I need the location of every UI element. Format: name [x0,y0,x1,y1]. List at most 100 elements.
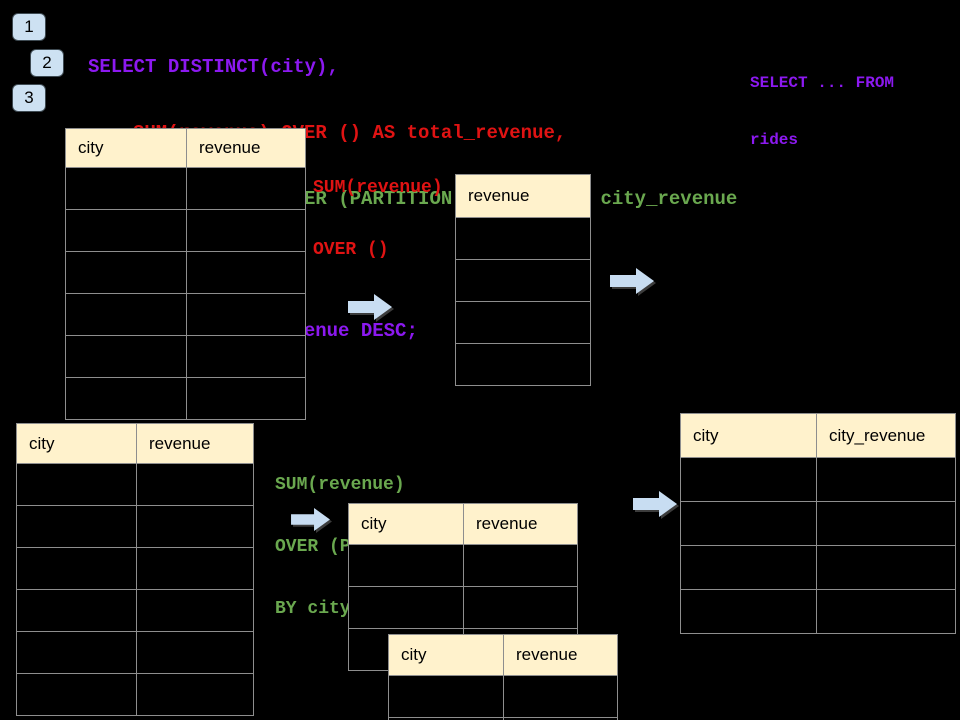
table-cell-empty [136,547,254,590]
table-cell-empty [65,293,187,336]
table-row [65,251,306,294]
table-cell-empty [503,675,618,718]
column-header-revenue: revenue [455,174,591,218]
table-cell-empty [680,457,817,502]
table-cell-empty [816,589,956,634]
column-header-revenue: revenue [463,503,578,545]
table-cell-empty [16,505,137,548]
step-badge-1: 1 [12,13,46,41]
table-cell-empty [16,547,137,590]
table-row [16,673,254,716]
table-cell-empty [348,544,464,587]
column-header-revenue: revenue [503,634,618,676]
table-cell-empty [186,209,306,252]
column-header-city: city [16,423,137,464]
table-rides-top: city revenue [65,128,306,420]
table-cell-empty [455,217,591,260]
table-row [680,457,956,502]
table-cell-empty [136,589,254,632]
flow-arrow-icon [610,268,654,294]
table-row [16,631,254,674]
table-cell-empty [65,251,187,294]
table-cell-empty [816,501,956,546]
column-header-city-revenue: city_revenue [816,413,956,458]
table-cell-empty [65,209,187,252]
table-row [388,717,618,720]
table-row [455,217,591,260]
table-row [16,505,254,548]
table-row [680,545,956,590]
table-partition-step-overlay: city revenue [388,634,618,720]
step-badge-3: 3 [12,84,46,112]
annotation-line: BY city) [275,599,362,619]
table-cell-empty [136,463,254,506]
column-header-city: city [388,634,504,676]
table-row [455,259,591,302]
table-row [388,675,618,718]
table-cell-empty [455,259,591,302]
total-revenue-annotation: SUM(revenue) OVER () [313,137,443,301]
table-row [65,335,306,378]
table-rides-bottom: city revenue [16,423,254,716]
flow-arrow-icon [348,294,392,320]
table-cell-empty [186,377,306,420]
table-row [455,301,591,344]
table-row [680,501,956,546]
annotation-line: SUM(revenue) [275,475,405,495]
table-cell-empty [463,586,578,629]
table-cell-empty [816,545,956,590]
table-cell-empty [348,586,464,629]
column-header-revenue: revenue [136,423,254,464]
table-row [16,589,254,632]
flow-arrow-icon [288,508,333,531]
table-cell-empty [186,251,306,294]
table-cell-empty [455,301,591,344]
table-cell-empty [136,673,254,716]
table-row [65,209,306,252]
table-cell-empty [816,457,956,502]
column-header-city: city [680,413,817,458]
table-total-revenue-result: revenue [455,174,591,386]
table-row [16,547,254,590]
table-cell-empty [463,544,578,587]
sql-line-select: SELECT DISTINCT(city), [88,56,339,78]
table-header-row: city revenue [388,634,618,676]
table-cell-empty [186,293,306,336]
table-row [65,377,306,420]
table-cell-empty [503,717,618,720]
table-cell-empty [65,377,187,420]
corner-note-line: SELECT ... FROM [750,74,895,92]
corner-note: SELECT ... FROM rides [750,37,894,187]
table-cell-empty [136,505,254,548]
table-row [455,343,591,386]
table-cell-empty [65,335,187,378]
annotation-line: SUM(revenue) [313,178,443,198]
table-row [348,544,578,587]
table-cell-empty [16,631,137,674]
table-cell-empty [186,167,306,210]
table-cell-empty [16,673,137,716]
table-cell-empty [388,675,504,718]
table-city-revenue-result: city city_revenue [680,413,956,634]
table-cell-empty [16,589,137,632]
column-header-revenue: revenue [186,128,306,168]
table-row [65,293,306,336]
annotation-line: OVER () [313,240,389,260]
column-header-city: city [348,503,464,545]
table-cell-empty [455,343,591,386]
table-cell-empty [680,501,817,546]
table-cell-empty [65,167,187,210]
table-header-row: city revenue [16,423,254,464]
table-cell-empty [16,463,137,506]
table-cell-empty [680,589,817,634]
flow-arrow-icon [633,491,677,517]
table-header-row: city city_revenue [680,413,956,458]
column-header-city: city [65,128,187,168]
table-row [680,589,956,634]
table-cell-empty [680,545,817,590]
table-header-row: city revenue [348,503,578,545]
step-badge-2: 2 [30,49,64,77]
table-cell-empty [186,335,306,378]
table-header-row: revenue [455,174,591,218]
